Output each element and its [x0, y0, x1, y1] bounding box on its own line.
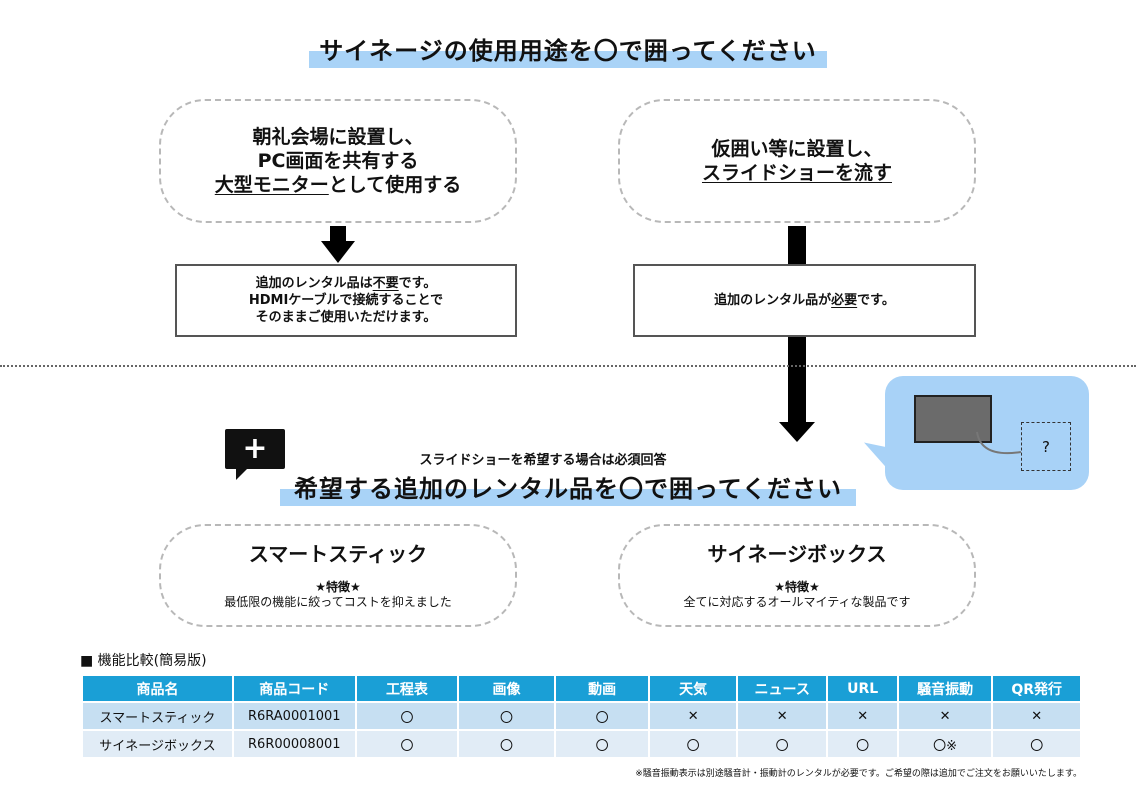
table-cell: ✕: [650, 703, 736, 729]
table-header-row: 商品名 商品コード 工程表 画像 動画 天気 ニュース URL 騒音振動 QR発…: [83, 676, 1080, 701]
table-cell: 〇: [356, 731, 458, 757]
product-left-name: スマートスティック: [248, 541, 428, 566]
product-right-name: サイネージボックス: [707, 541, 887, 566]
arrow-down-left-head: [321, 241, 355, 263]
product-left-feature-text: 最低限の機能に絞ってコストを抑えました: [224, 594, 452, 609]
second-title: 希望する追加のレンタル品を〇で囲ってください: [279, 472, 857, 506]
question-mark: ?: [1042, 437, 1050, 456]
plus-icon-tail: [236, 468, 248, 480]
option-left-line2: PC画面を共有する: [257, 150, 419, 172]
arrow-down-right-head: [779, 422, 815, 442]
table-row: スマートスティック R6RA0001001 〇 〇 〇 ✕ ✕ ✕ ✕ ✕: [83, 703, 1080, 729]
product-signage-box[interactable]: サイネージボックス ★特徴★ 全てに対応するオールマイティな製品です: [618, 524, 976, 627]
option-right-underlined: スライドショーを流す: [701, 162, 892, 184]
header-cell: 騒音振動: [898, 676, 992, 701]
option-right-line1: 仮囲い等に設置し、: [711, 138, 883, 160]
table-cell: 〇: [459, 731, 554, 757]
note-left-line1-pre: 追加のレンタル品は: [255, 276, 373, 291]
table-cell: 〇: [737, 731, 827, 757]
option-slideshow[interactable]: 仮囲い等に設置し、 スライドショーを流す: [618, 99, 976, 223]
note-left-line1: 追加のレンタル品は不要です。: [256, 275, 437, 292]
top-title-wrap: サイネージの使用用途を〇で囲ってください: [0, 34, 1136, 68]
table-cell: 〇: [555, 731, 649, 757]
table-cell: 〇※: [898, 731, 992, 757]
table-cell: 〇: [356, 703, 458, 729]
header-cell: 商品名: [83, 676, 232, 701]
table-cell: 〇: [650, 731, 736, 757]
header-cell: 工程表: [356, 676, 458, 701]
unknown-device-icon: ?: [1021, 422, 1071, 471]
arrow-down-left-shaft: [330, 226, 346, 242]
plus-symbol: +: [242, 431, 268, 466]
note-no-rental-needed: 追加のレンタル品は不要です。 HDMIケーブルで接続することで そのままご使用い…: [175, 264, 517, 337]
note-left-line1-post: です。: [398, 276, 437, 291]
header-cell: 天気: [650, 676, 736, 701]
table-cell: ✕: [898, 703, 992, 729]
comparison-table: 商品名 商品コード 工程表 画像 動画 天気 ニュース URL 騒音振動 QR発…: [81, 674, 1082, 759]
plus-icon: +: [225, 429, 285, 469]
table-cell: ✕: [828, 703, 897, 729]
second-title-wrap: 希望する追加のレンタル品を〇で囲ってください: [0, 472, 1136, 506]
table-cell: スマートスティック: [83, 703, 232, 729]
option-left-line1: 朝礼会場に設置し、: [252, 126, 424, 148]
product-right-feature-text: 全てに対応するオールマイティな製品です: [683, 594, 911, 609]
option-left-line3: 大型モニターとして使用する: [215, 173, 461, 197]
top-title: サイネージの使用用途を〇で囲ってください: [309, 34, 827, 68]
table-cell: 〇: [828, 731, 897, 757]
sub-caption: スライドショーを希望する場合は必須回答: [419, 453, 667, 468]
footnote: ※騒音振動表示は別途騒音計・振動計のレンタルが必要です。ご希望の際は追加でご注文…: [635, 769, 1082, 779]
table-cell: 〇: [993, 731, 1080, 757]
table-cell: ✕: [737, 703, 827, 729]
option-left-line3-rest: として使用する: [328, 174, 462, 196]
header-cell: 動画: [555, 676, 649, 701]
note-rental-needed: 追加のレンタル品が必要です。: [633, 264, 976, 337]
note-right-line: 追加のレンタル品が必要です。: [714, 292, 895, 309]
header-cell: URL: [828, 676, 897, 701]
note-left-line3: そのままご使用いただけます。: [255, 310, 437, 325]
table-cell: 〇: [459, 703, 554, 729]
note-left-underlined: 不要: [372, 276, 399, 291]
comparison-heading: ■ 機能比較(簡易版): [80, 653, 207, 669]
note-right-pre: 追加のレンタル品が: [714, 293, 832, 308]
table-cell: ✕: [993, 703, 1080, 729]
arrow-down-right-shaft-top: [788, 226, 806, 264]
product-left-feature-label: ★特徴★: [315, 579, 361, 594]
option-left-underlined: 大型モニター: [214, 174, 329, 196]
option-right-line2-wrap: スライドショーを流す: [702, 161, 892, 185]
note-right-post: です。: [857, 293, 895, 308]
header-cell: ニュース: [737, 676, 827, 701]
monitor-icon: [914, 395, 992, 443]
product-right-feature-label: ★特徴★: [774, 579, 820, 594]
note-right-underlined: 必要: [831, 293, 858, 308]
table-cell: サイネージボックス: [83, 731, 232, 757]
table-cell: R6RA0001001: [233, 703, 355, 729]
table-cell: 〇: [555, 703, 649, 729]
header-cell: 商品コード: [233, 676, 355, 701]
note-left-line2: HDMIケーブルで接続することで: [248, 293, 444, 308]
product-smart-stick[interactable]: スマートスティック ★特徴★ 最低限の機能に絞ってコストを抑えました: [159, 524, 517, 627]
arrow-down-right-shaft: [788, 337, 806, 423]
dotted-divider: [0, 365, 1136, 367]
table-cell: R6R00008001: [233, 731, 355, 757]
option-large-monitor[interactable]: 朝礼会場に設置し、 PC画面を共有する 大型モニターとして使用する: [159, 99, 517, 223]
header-cell: 画像: [459, 676, 554, 701]
table-row: サイネージボックス R6R00008001 〇 〇 〇 〇 〇 〇 〇※ 〇: [83, 731, 1080, 757]
header-cell: QR発行: [993, 676, 1080, 701]
cable-icon: [976, 431, 1022, 454]
